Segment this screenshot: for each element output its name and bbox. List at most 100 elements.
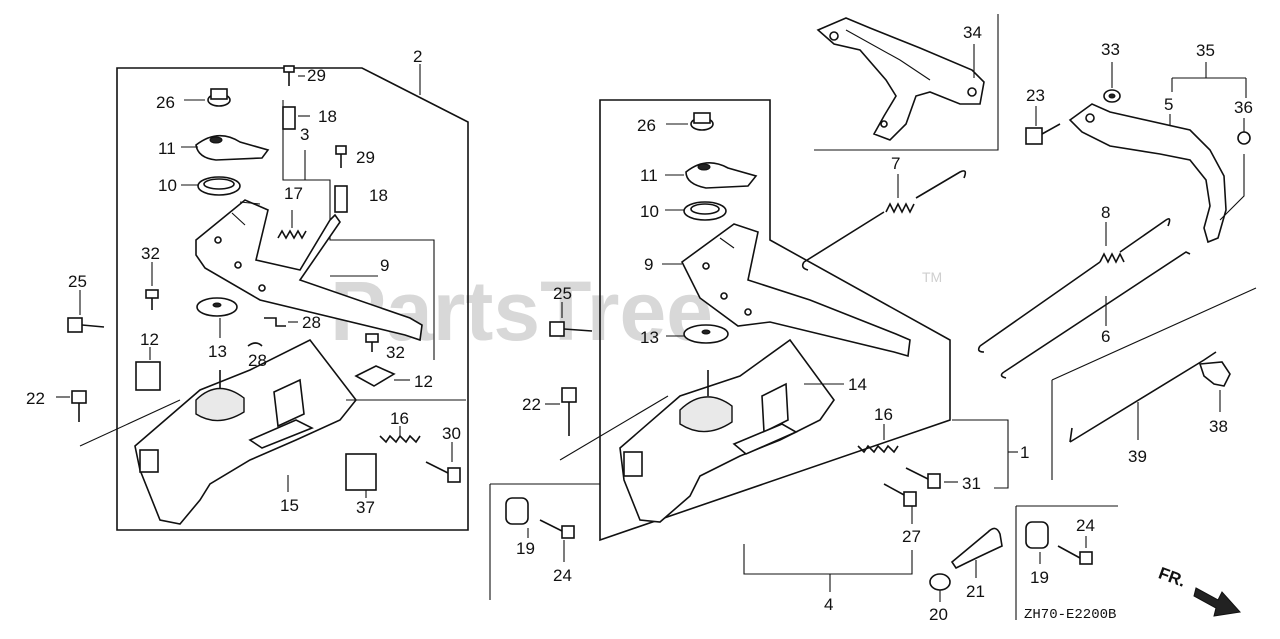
callout-20: 20	[929, 605, 948, 624]
bracket-15	[79, 338, 358, 525]
link-8	[977, 218, 1171, 353]
assembly-2-frame	[116, 64, 469, 531]
callout-labels: 2 29 26 18 3 11 29 10 17 18 32 9 25 28 1…	[26, 23, 1253, 624]
lever-9-left	[195, 199, 423, 342]
callout-9-left: 9	[380, 256, 389, 275]
bracket-34	[816, 17, 985, 141]
callout-28-bottom: 28	[248, 351, 267, 370]
callout-38: 38	[1209, 417, 1228, 436]
callout-24-right: 24	[1076, 516, 1095, 535]
bolt-32-right	[365, 333, 379, 352]
callout-1: 1	[1020, 443, 1029, 462]
bolt-29-mid	[335, 145, 347, 168]
callout-5: 5	[1164, 95, 1173, 114]
callout-10-center: 10	[640, 202, 659, 221]
callout-31: 31	[962, 474, 981, 493]
front-direction-label: FR.	[1156, 564, 1188, 591]
callout-27: 27	[902, 527, 921, 546]
callout-22-center: 22	[522, 395, 541, 414]
leader-3	[282, 100, 435, 360]
callout-32-right: 32	[386, 343, 405, 362]
bolt-24-left	[539, 519, 575, 562]
callout-8: 8	[1101, 203, 1110, 222]
callout-29-top: 29	[307, 66, 326, 85]
box-39	[1051, 287, 1257, 480]
rod-6	[1000, 251, 1191, 379]
washer-13-center	[666, 324, 729, 344]
callout-16-left: 16	[390, 409, 409, 428]
spacer-18-top	[282, 106, 310, 130]
bolt-25-left	[67, 290, 105, 333]
callout-4: 4	[824, 595, 833, 614]
callout-3: 3	[300, 125, 309, 144]
clip-12-left	[135, 347, 161, 391]
callout-35: 35	[1196, 41, 1215, 60]
callout-11-left: 11	[158, 139, 176, 158]
knob-21	[950, 527, 1003, 578]
callout-28-top: 28	[302, 313, 321, 332]
callout-17: 17	[284, 184, 303, 203]
bolt-30	[425, 442, 461, 483]
rod-39	[1069, 351, 1217, 443]
diagram-code: ZH70-E2200B	[1024, 607, 1116, 623]
leader-4	[743, 544, 913, 575]
callout-24-left: 24	[553, 566, 572, 585]
nut-36	[1237, 118, 1251, 145]
spring-17	[277, 210, 307, 240]
lever-9-center	[662, 223, 911, 358]
washer-10-center	[665, 201, 727, 221]
callout-25-left: 25	[68, 272, 87, 291]
bolt-29-top	[283, 65, 305, 86]
callout-18-mid: 18	[369, 186, 388, 205]
callout-7: 7	[891, 154, 900, 173]
callout-19-right: 19	[1030, 568, 1049, 587]
callout-36: 36	[1234, 98, 1253, 117]
callout-14: 14	[848, 375, 867, 394]
callout-13-center: 13	[640, 328, 659, 347]
link-7	[801, 170, 967, 271]
callout-18-top: 18	[318, 107, 337, 126]
bracket-14	[559, 338, 844, 523]
bolt-22-left	[56, 390, 87, 422]
callout-12-left: 12	[140, 330, 159, 349]
nut-26-center	[666, 112, 714, 131]
nut-33	[1103, 62, 1121, 103]
callout-39: 39	[1128, 447, 1147, 466]
lever-5	[1068, 103, 1245, 244]
spacer-18-mid	[334, 185, 348, 213]
callout-29-mid: 29	[356, 148, 375, 167]
clip-28-left	[247, 317, 298, 347]
callout-26-left: 26	[156, 93, 175, 112]
callout-9-center: 9	[644, 255, 653, 274]
callout-10-left: 10	[158, 176, 177, 195]
assembly-1-frame	[599, 99, 951, 542]
collar-19-left	[505, 497, 529, 538]
spring-16-left	[379, 426, 421, 444]
clip-38	[1198, 361, 1231, 412]
callout-16-center: 16	[874, 405, 893, 424]
callout-22-left: 22	[26, 389, 45, 408]
callout-2: 2	[413, 47, 422, 66]
callout-6: 6	[1101, 327, 1110, 346]
collar-19-right	[1025, 521, 1049, 564]
callout-25-center: 25	[553, 284, 572, 303]
bolt-22-center	[545, 387, 577, 436]
callout-33: 33	[1101, 40, 1120, 59]
bolt-24-right	[1057, 536, 1093, 565]
callout-26-center: 26	[637, 116, 656, 135]
callout-32-left: 32	[141, 244, 160, 263]
callout-34: 34	[963, 23, 982, 42]
leader-35	[1171, 62, 1247, 98]
callout-23: 23	[1026, 86, 1045, 105]
nut-26-left	[184, 88, 231, 107]
spacer-37	[345, 453, 377, 498]
callout-15: 15	[280, 496, 299, 515]
spring-16-center	[857, 424, 899, 454]
callout-19-left: 19	[516, 539, 535, 558]
plate-11-left	[181, 134, 270, 161]
bolt-27	[883, 483, 917, 524]
callout-21: 21	[966, 582, 985, 601]
bolt-32-left	[145, 262, 159, 310]
box-19-24-right	[1015, 505, 1118, 620]
callout-13-left: 13	[208, 342, 227, 361]
